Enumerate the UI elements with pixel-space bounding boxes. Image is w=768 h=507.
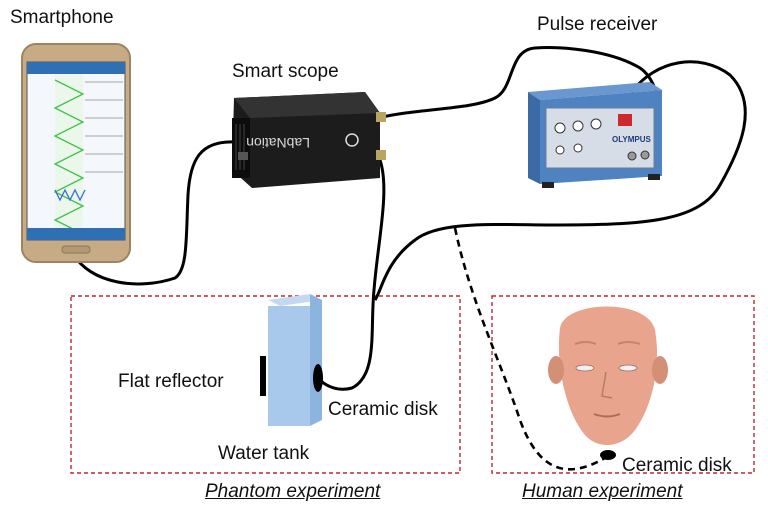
scope-brand-text: LabNation [246,135,310,151]
cable-receiver-loop [373,60,747,301]
human-experiment-caption: Human experiment [522,481,683,502]
flat-reflector-label: Flat reflector [118,371,224,392]
smart-scope-label: Smart scope [232,61,339,82]
human-experiment-box [491,295,755,474]
pulse-receiver-label: Pulse receiver [537,14,658,35]
ceramic-disk-transducer [313,364,323,392]
oscilloscope-icon: LabNation [232,92,386,188]
ceramic-disk-human-label: Ceramic disk [622,455,732,476]
receiver-brand-text: OLYMPUS [612,135,651,144]
water-tank-label: Water tank [218,443,310,464]
smartphone-icon [21,43,131,263]
phantom-experiment-caption: Phantom experiment [205,481,381,502]
head-model-icon [548,306,668,460]
cable-phone-to-scope [70,140,237,286]
ceramic-disk-label: Ceramic disk [328,399,438,420]
flat-reflector [260,356,266,396]
cable-dashed-to-face [453,227,606,471]
pulse-receiver-icon: OLYMPUS [528,82,662,188]
water-tank-icon [260,294,323,426]
phantom-experiment-box [70,295,461,474]
ceramic-disk-human-transducer [600,450,616,460]
smartphone-label: Smartphone [10,7,114,28]
cable-scope-to-transducer [316,159,386,391]
